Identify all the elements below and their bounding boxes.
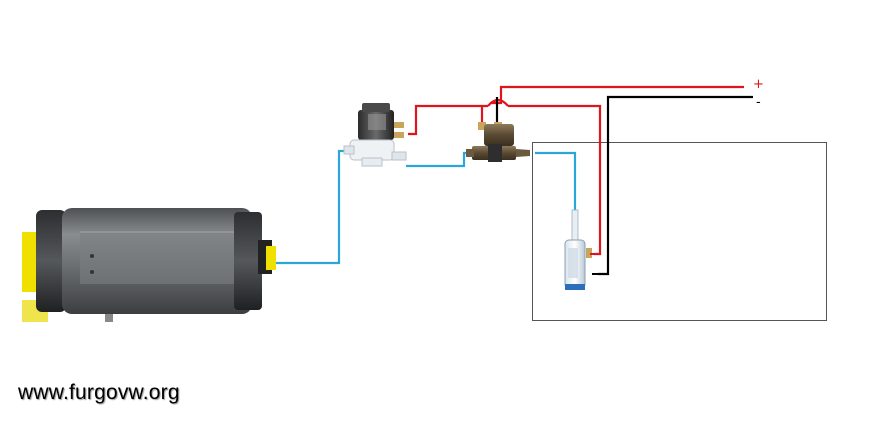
water-line-heater-to-valve1 bbox=[276, 149, 349, 265]
negative-wire-main bbox=[598, 95, 753, 276]
positive-wire-valve1 bbox=[408, 104, 488, 136]
positive-terminal-label: + bbox=[753, 77, 764, 92]
valve-2-icon bbox=[466, 122, 530, 162]
heater-icon bbox=[22, 208, 276, 322]
website-watermark: www.furgovw.org bbox=[18, 381, 180, 404]
positive-wires bbox=[408, 85, 744, 256]
negative-terminal-label: - bbox=[756, 95, 761, 110]
valve-1-icon bbox=[343, 103, 407, 167]
negative-wires bbox=[495, 95, 753, 276]
water-lines bbox=[276, 149, 577, 265]
pump-icon bbox=[564, 209, 592, 290]
positive-wire-to-pump bbox=[508, 104, 602, 256]
water-line-valve1-to-valve2 bbox=[406, 151, 470, 168]
water-line-valve2-to-pump bbox=[535, 151, 577, 212]
tank-outline bbox=[532, 142, 827, 321]
positive-wire-main bbox=[490, 85, 744, 105]
